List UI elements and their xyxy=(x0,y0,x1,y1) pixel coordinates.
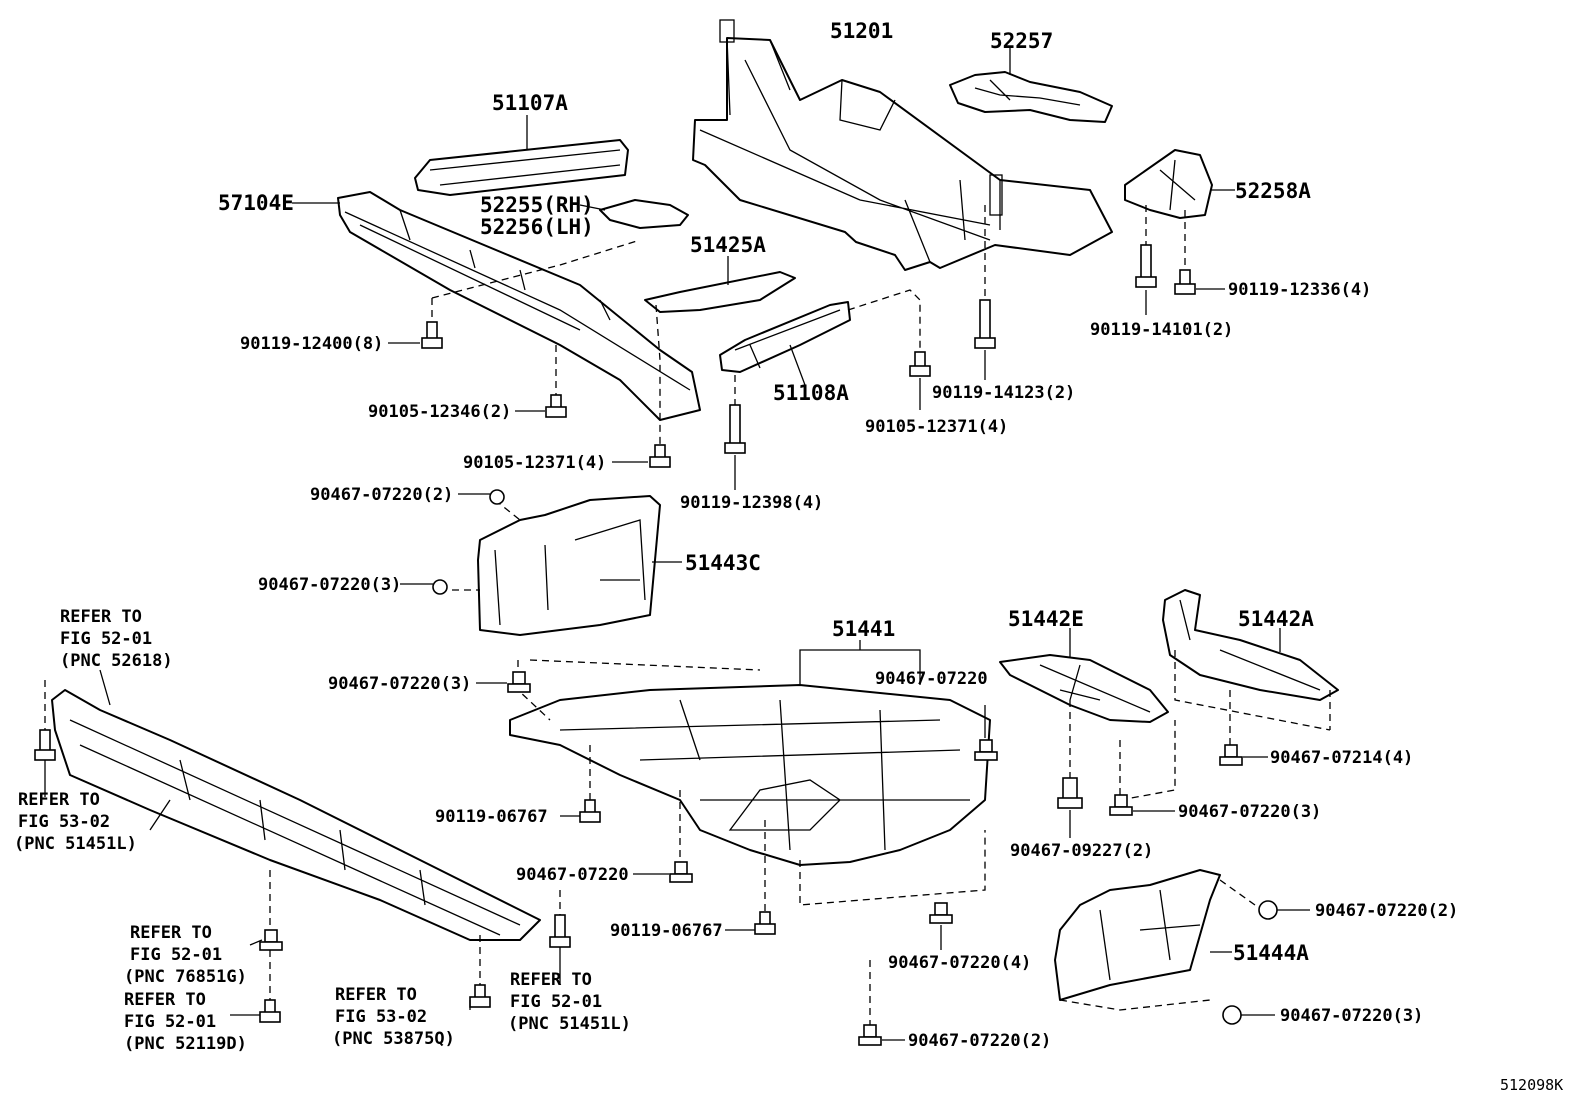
fastener-label-90119-14101: 90119-14101(2) xyxy=(1090,320,1233,340)
brace-51425A-part[interactable] xyxy=(644,256,796,313)
bar-51107A-part[interactable] xyxy=(414,115,629,196)
dashed-leader-lines xyxy=(44,205,1331,1030)
front-bumper-lower-cover-part[interactable] xyxy=(51,689,541,941)
clip-icon xyxy=(929,902,953,924)
part-label-51442A: 51442A xyxy=(1238,607,1314,631)
reference-fig-52-01-pnc-52618: REFER TO FIG 52-01 (PNC 52618) xyxy=(60,607,173,671)
bolt-icon xyxy=(579,799,601,823)
fastener-label-90119-12336: 90119-12336(4) xyxy=(1228,280,1371,300)
cover-51443C-part[interactable] xyxy=(477,495,682,636)
fastener-label-90105-12371-right: 90105-12371(4) xyxy=(865,417,1008,437)
long-bolt-icon xyxy=(974,299,996,349)
fastener-labels: 90119-12336(4) 90119-14101(2) 90119-1240… xyxy=(240,280,1458,1051)
engine-under-cover-51441-part[interactable] xyxy=(509,640,991,866)
fastener-label-90467-09227: 90467-09227(2) xyxy=(1010,841,1153,861)
reference-labels: REFER TO FIG 52-01 (PNC 52618) REFER TO … xyxy=(14,607,631,1054)
bolt-icon xyxy=(259,999,281,1023)
bolt-icon xyxy=(549,914,571,948)
clip-icon xyxy=(489,489,505,505)
cover-51442E-part[interactable] xyxy=(999,628,1169,723)
clip-icon xyxy=(259,929,283,951)
member-57104E-part[interactable] xyxy=(292,191,701,421)
fastener-label-90467-07220-a: 90467-07220(2) xyxy=(310,485,453,505)
fastener-label-90467-07220-c: 90467-07220(3) xyxy=(328,674,471,694)
part-label-52257: 52257 xyxy=(990,29,1053,53)
bolt-icon xyxy=(754,911,776,935)
clip-icon xyxy=(1222,1005,1242,1025)
reference-fig-52-01-pnc-51451l: REFER TO FIG 52-01 (PNC 51451L) xyxy=(508,970,631,1034)
fastener-label-90119-06767-b: 90119-06767 xyxy=(610,921,723,941)
push-clip-icon xyxy=(1057,777,1083,809)
fastener-symbols xyxy=(34,244,1278,1046)
part-label-52258A: 52258A xyxy=(1235,179,1311,203)
diagram-code: 512098K xyxy=(1500,1076,1563,1094)
part-label-51444A: 51444A xyxy=(1233,941,1309,965)
fastener-label-90467-07214: 90467-07214(4) xyxy=(1270,748,1413,768)
bracket-52258A-part[interactable] xyxy=(1124,149,1235,219)
fastener-label-90119-14123: 90119-14123(2) xyxy=(932,383,1075,403)
part-label-51441: 51441 xyxy=(832,617,895,641)
part-label-52256-lh: 52256(LH) xyxy=(480,215,594,239)
part-label-51425A: 51425A xyxy=(690,233,766,257)
clip-icon xyxy=(1258,900,1278,920)
reference-fig-53-02-pnc-51451l: REFER TO FIG 53-02 (PNC 51451L) xyxy=(14,790,137,854)
cover-51442A-part[interactable] xyxy=(1162,589,1339,701)
part-label-51442E: 51442E xyxy=(1008,607,1084,631)
fastener-label-90119-12400: 90119-12400(8) xyxy=(240,334,383,354)
clip-icon xyxy=(432,579,448,595)
clip-icon xyxy=(1109,794,1133,816)
fastener-label-90467-07220-f: 90467-07220 xyxy=(516,865,629,885)
fastener-label-90119-06767-a: 90119-06767 xyxy=(435,807,548,827)
bracket-52255-52256-part[interactable] xyxy=(579,199,689,229)
fastener-label-90467-07220-b: 90467-07220(3) xyxy=(258,575,401,595)
reference-fig-52-01-pnc-52119d: REFER TO FIG 52-01 (PNC 52119D) xyxy=(124,990,247,1054)
fastener-label-90467-07220-e: 90467-07220(3) xyxy=(1178,802,1321,822)
clip-icon xyxy=(858,1024,882,1046)
clip-icon xyxy=(974,739,998,761)
part-label-52255-rh: 52255(RH) xyxy=(480,193,594,217)
part-label-51443C: 51443C xyxy=(685,551,761,575)
bolt-icon xyxy=(545,394,567,418)
part-label-57104E: 57104E xyxy=(218,191,294,215)
clip-icon xyxy=(507,671,531,693)
bolt-icon xyxy=(421,321,443,349)
bolt-icon xyxy=(649,444,671,468)
bolt-icon xyxy=(469,984,491,1008)
part-label-51107A: 51107A xyxy=(492,91,568,115)
reference-fig-52-01-pnc-76851g: REFER TO FIG 52-01 (PNC 76851G) xyxy=(124,923,247,987)
fastener-label-90467-07220-j: 90467-07220(2) xyxy=(908,1031,1051,1051)
fastener-label-90467-07220-h: 90467-07220(4) xyxy=(888,953,1031,973)
reference-fig-53-02-pnc-53875q: REFER TO FIG 53-02 (PNC 53875Q) xyxy=(332,985,455,1049)
label-leader-lines xyxy=(44,288,1310,1041)
fastener-label-90467-07220-g: 90467-07220(2) xyxy=(1315,901,1458,921)
long-bolt-icon xyxy=(1135,244,1157,288)
fastener-label-90467-07220-d: 90467-07220 xyxy=(875,669,988,689)
bolt-icon xyxy=(909,351,931,377)
bolt-icon xyxy=(1174,269,1196,295)
cover-51444A-part[interactable] xyxy=(1054,869,1232,1001)
bolt-icon xyxy=(34,729,56,761)
clip-icon xyxy=(1219,744,1243,766)
brace-52257-part[interactable] xyxy=(949,48,1113,123)
fastener-label-90105-12346: 90105-12346(2) xyxy=(368,402,511,422)
bracket-51108A-part[interactable] xyxy=(719,301,851,386)
crossmember-51201-part[interactable] xyxy=(692,19,1113,271)
fastener-label-90119-12398: 90119-12398(4) xyxy=(680,493,823,513)
clip-icon xyxy=(669,861,693,883)
part-label-51108A: 51108A xyxy=(773,381,849,405)
part-number-labels: 51201 52257 51107A 57104E 52255(RH) 5225… xyxy=(218,19,1314,965)
long-bolt-icon xyxy=(724,404,746,454)
fastener-label-90105-12371-left: 90105-12371(4) xyxy=(463,453,606,473)
part-label-51201: 51201 xyxy=(830,19,893,43)
fastener-label-90467-07220-i: 90467-07220(3) xyxy=(1280,1006,1423,1026)
